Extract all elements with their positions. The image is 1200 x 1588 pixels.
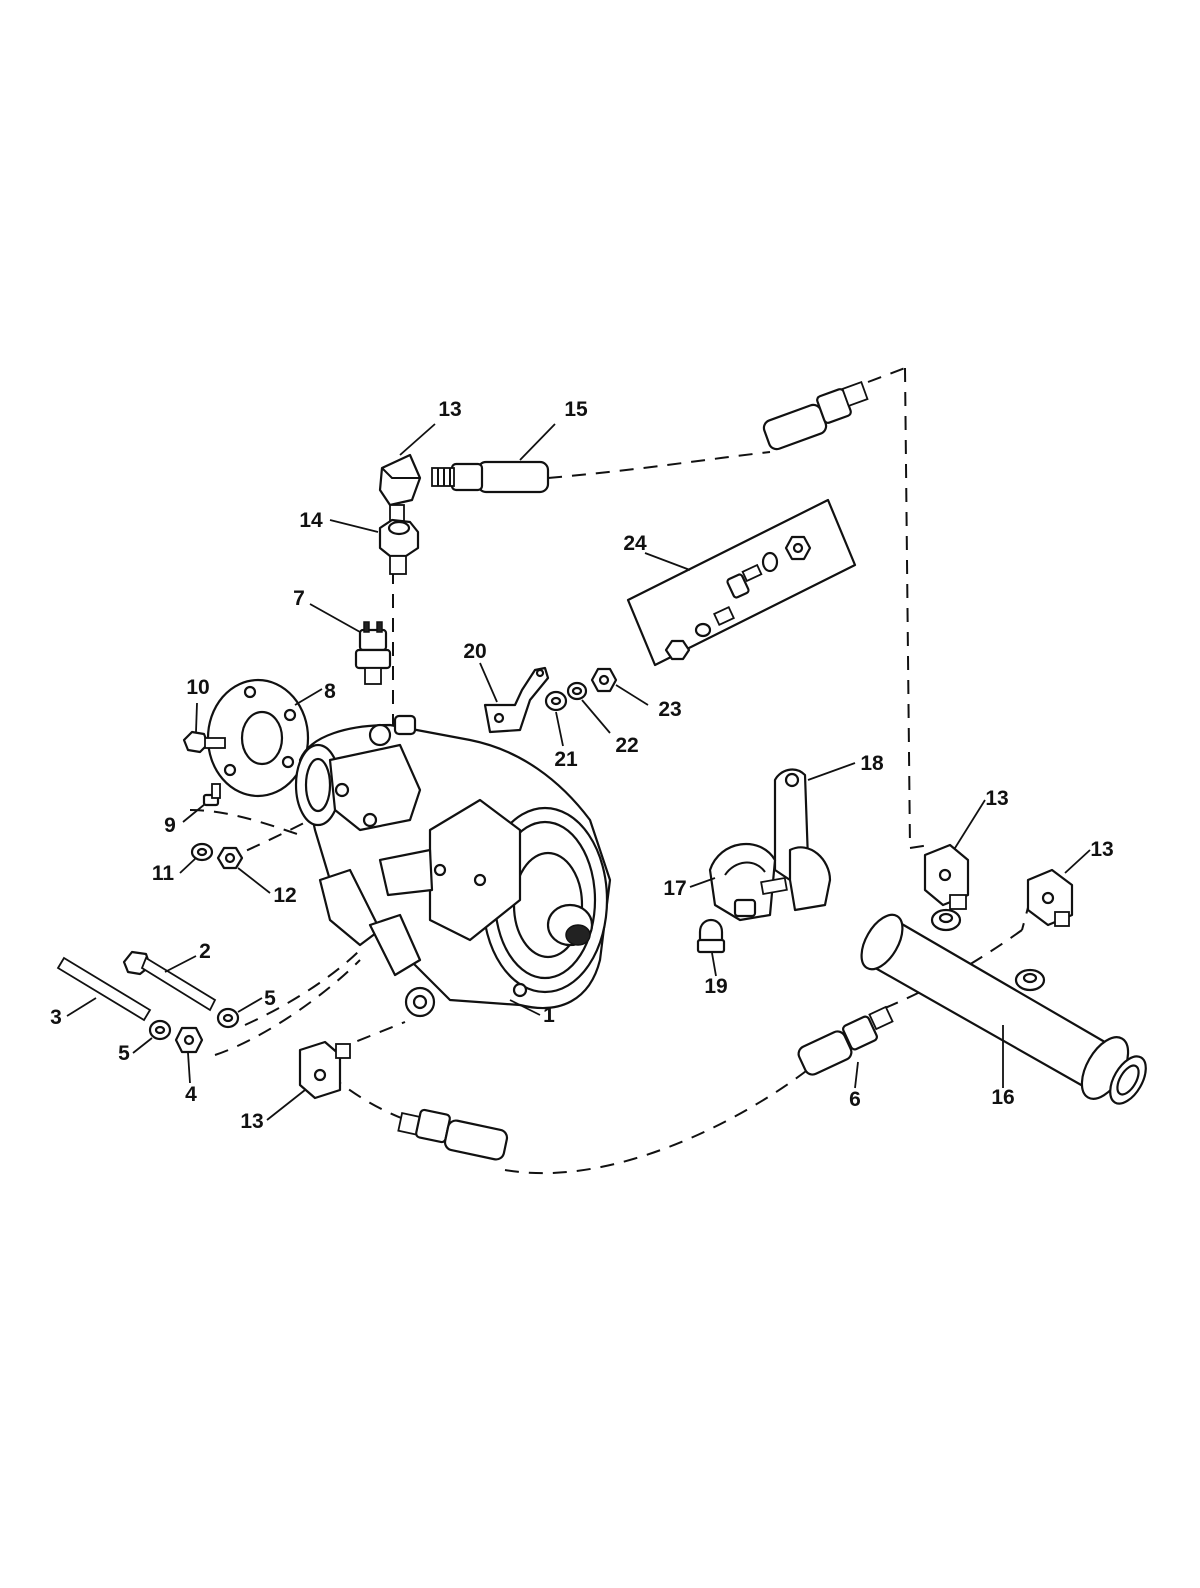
callout-22: 22 [615, 734, 638, 757]
part-23-nut [590, 667, 618, 693]
callout-5: 5 [118, 1042, 130, 1065]
part-13-block-fitting-right-lower [1026, 868, 1074, 927]
callout-labels: 13 15 14 24 7 20 23 22 21 10 8 18 13 13 … [50, 398, 1114, 1133]
part-9-screw [202, 783, 221, 807]
part-20-bracket [483, 666, 550, 734]
part-10-bolt [182, 730, 226, 754]
part-13-block-fitting-right-upper [923, 843, 970, 910]
leader-lines [66, 423, 1091, 1121]
callout-13: 13 [1090, 838, 1113, 861]
part-5-washer-right [216, 1007, 240, 1029]
part-12-nut [216, 846, 244, 870]
part-17-clamp [708, 842, 788, 922]
callout-2: 2 [199, 940, 211, 963]
callout-13: 13 [240, 1110, 263, 1133]
callout-20: 20 [463, 640, 486, 663]
part-13-elbow-fitting-top [378, 453, 422, 522]
part-2-long-bolt [122, 950, 217, 1012]
bottom-hose-fitting [397, 1108, 509, 1161]
callout-1: 1 [543, 1004, 555, 1027]
callout-16: 16 [991, 1086, 1014, 1109]
part-19-cap-nut [696, 918, 726, 954]
callout-9: 9 [164, 814, 176, 837]
callout-14: 14 [299, 509, 323, 532]
callout-15: 15 [564, 398, 588, 421]
part-4-nut [174, 1026, 204, 1054]
part-7-sender [354, 621, 392, 685]
callout-8: 8 [324, 680, 336, 703]
part-6-hose-fitting [797, 1005, 894, 1076]
part-3-stud [56, 956, 152, 1022]
part-16-cooler [860, 908, 1147, 1105]
part-1-transmission [294, 714, 612, 1018]
callout-10: 10 [186, 676, 209, 699]
part-18-strap [773, 768, 832, 912]
callout-6: 6 [849, 1088, 861, 1111]
callout-3: 3 [50, 1006, 62, 1029]
callout-24: 24 [623, 532, 647, 555]
part-24-hardware-kit [626, 498, 857, 667]
part-11-washer [190, 842, 214, 862]
callout-4: 4 [185, 1083, 197, 1106]
part-14-adapter [378, 518, 420, 575]
callout-12: 12 [273, 884, 296, 907]
callout-17: 17 [663, 877, 686, 900]
callout-13: 13 [438, 398, 461, 421]
callout-7: 7 [293, 587, 305, 610]
callout-21: 21 [554, 748, 578, 771]
callout-19: 19 [704, 975, 727, 998]
callout-23: 23 [658, 698, 681, 721]
part-21-washer [544, 690, 568, 712]
part-5-washer-left [148, 1019, 172, 1041]
callout-18: 18 [860, 752, 884, 775]
callout-5: 5 [264, 987, 276, 1010]
part-22-lock-washer [566, 681, 588, 701]
callout-13: 13 [985, 787, 1008, 810]
part-13-block-fitting-bottom [298, 1040, 351, 1100]
top-right-hose-fitting [762, 380, 869, 451]
callout-11: 11 [152, 862, 175, 885]
part-15-hose-fitting [431, 460, 550, 494]
